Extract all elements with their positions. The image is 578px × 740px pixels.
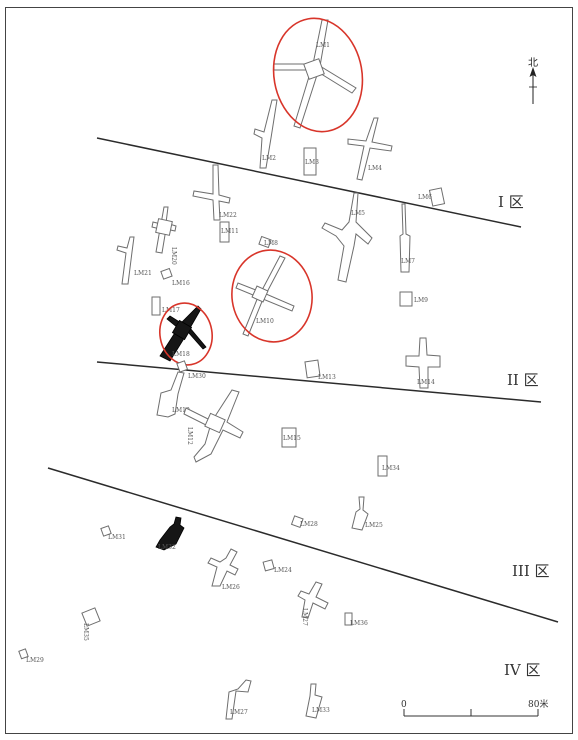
tomb-lm31: LM31 [100, 525, 126, 541]
north-label: 北 [528, 57, 538, 69]
lm31-label: LM31 [108, 534, 126, 541]
lm10-label: LM10 [256, 318, 274, 325]
lm9-label: LM9 [414, 297, 428, 304]
tomb-lm24: LM24 [262, 559, 292, 574]
tomb-lm18: LM18 [159, 305, 207, 362]
tomb-lm7: LM7 [399, 203, 415, 273]
tomb-lm22: LM22 [192, 164, 237, 221]
tomb-lm13: LM13 [304, 359, 336, 381]
zone-label-4: IV 区 [504, 661, 541, 679]
lm30-label: LM30 [188, 373, 206, 380]
lm14-label: LM14 [417, 379, 435, 386]
tomb-lm17: LM17 [151, 296, 180, 316]
lm29-label: LM29 [26, 657, 44, 664]
zone-divider-3 [47, 467, 559, 623]
tomb-lm2: LM2 [253, 99, 278, 169]
tomb-lm19: LM19 [156, 371, 190, 418]
zone-label-1: I 区 [498, 193, 524, 211]
lm13-label: LM13 [318, 374, 336, 381]
tomb-lm33: LM33 [305, 683, 330, 719]
tomb-lm3: LM3 [303, 147, 319, 176]
highlight-ring-1 [272, 17, 364, 133]
tomb-lm30: LM30 [176, 360, 206, 380]
tomb-lm35: LM35 [81, 607, 101, 641]
lm24-label: LM24 [274, 567, 292, 574]
tomb-lm34: LM34 [377, 455, 400, 477]
lm4-label: LM4 [368, 165, 382, 172]
lm28-label: LM28 [300, 521, 318, 528]
lm15-label: LM15 [283, 435, 301, 442]
lm27-label: LM27 [301, 608, 308, 626]
lm6-label: LM6 [418, 194, 432, 201]
map-frame [5, 7, 573, 734]
tomb-lm10: LM10 [235, 255, 295, 337]
zone-label-3: III 区 [512, 562, 550, 580]
zone-divider-2 [96, 361, 542, 403]
zone-label-2: II 区 [507, 371, 539, 389]
tomb-lm29: LM29 [18, 648, 44, 664]
tomb-lm9: LM9 [399, 291, 428, 307]
lm3-label: LM3 [305, 159, 319, 166]
tomb-lm36: LM36 [344, 612, 368, 627]
lm25-label: LM25 [365, 522, 383, 529]
lm2-label: LM2 [262, 155, 276, 162]
tomb-lm21: LM21 [116, 236, 152, 285]
lm8-label: LM8 [264, 240, 278, 247]
lm17-label: LM17 [162, 307, 180, 314]
scale-end: 80米 [528, 698, 548, 710]
lm20-label: LM20 [170, 247, 177, 265]
lm35-label: LM35 [82, 623, 89, 641]
tomb-lm37: LM27 [225, 679, 252, 720]
lm19-label: LM19 [172, 407, 190, 414]
tomb-lm26: LM26 [207, 548, 240, 591]
lm12-label: LM12 [186, 427, 193, 445]
lm36-label: LM36 [350, 620, 368, 627]
north-arrow-icon: 北 [528, 57, 538, 104]
tomb-lm12: LM12 [183, 389, 244, 463]
tomb-lm8: LM8 [258, 235, 278, 249]
tomb-lm32: LM32 [155, 516, 185, 551]
lm21-label: LM21 [134, 270, 152, 277]
zone-divider-1 [96, 137, 522, 228]
lm1-label: LM1 [316, 42, 330, 49]
lm5-label: LM5 [351, 210, 365, 217]
tomb-lm6: LM6 [418, 187, 446, 207]
tomb-lm4: LM4 [347, 117, 393, 181]
lm16-label: LM16 [172, 280, 190, 287]
lm37-label: LM27 [230, 709, 248, 716]
lm18-label: LM18 [172, 351, 190, 358]
tomb-lm25: LM25 [351, 496, 383, 531]
scale-bar: 0 80米 [401, 698, 548, 717]
lm26-label: LM26 [222, 584, 240, 591]
lm33-label: LM33 [312, 707, 330, 714]
tomb-lm15: LM15 [281, 427, 301, 448]
lm11-label: LM11 [221, 228, 239, 235]
highlight-ring-2 [231, 249, 313, 343]
scale-start: 0 [401, 700, 407, 710]
tomb-lm28: LM28 [290, 515, 318, 529]
tomb-lm16: LM16 [160, 267, 190, 287]
tomb-lm20: LM20 [151, 206, 177, 265]
tomb-lm5: LM5 [321, 192, 373, 283]
lm32-label: LM32 [158, 544, 176, 551]
tomb-lm11: LM11 [219, 221, 239, 243]
lm34-label: LM34 [382, 465, 400, 472]
highlight-ring-3 [159, 302, 213, 366]
tomb-lm14: LM14 [405, 337, 441, 389]
lm7-label: LM7 [401, 258, 415, 265]
lm22-label: LM22 [219, 212, 237, 219]
tomb-lm27: LM27 [297, 581, 329, 626]
